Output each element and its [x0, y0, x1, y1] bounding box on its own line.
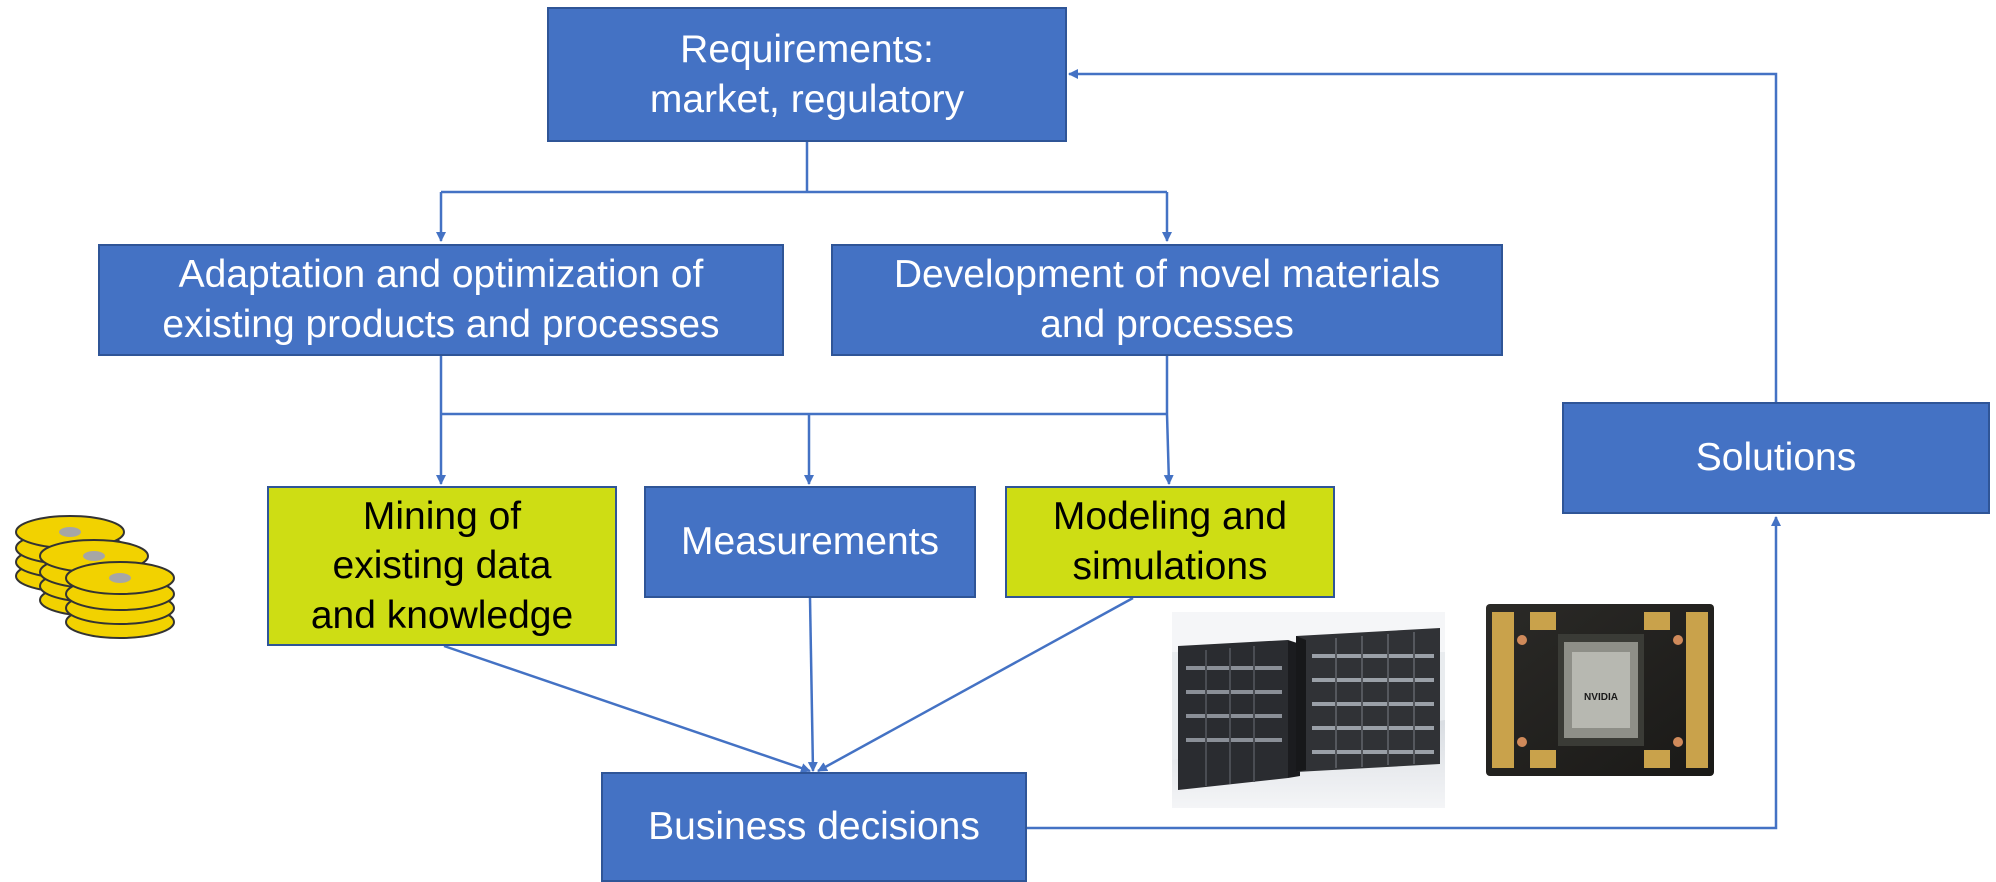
requirements-box: Requirements: market, regulatory [547, 7, 1067, 142]
solutions-box: Solutions [1562, 402, 1990, 514]
supercomputer-photo [1172, 612, 1445, 808]
solutions-label: Solutions [1695, 436, 1857, 480]
modeling-box: Modeling and simulations [1005, 486, 1335, 598]
modeling-label: Modeling and simulations [1052, 495, 1288, 588]
business-decisions-label: Business decisions [648, 805, 980, 849]
database-disks-icon [15, 515, 175, 639]
measurements-label: Measurements [681, 520, 939, 564]
development-box: Development of novel materials and proce… [831, 244, 1503, 356]
connector-requirements-branches [436, 142, 1172, 242]
gpu-board-photo: NVIDIA [1486, 604, 1714, 776]
adaptation-box: Adaptation and optimization of existing … [98, 244, 784, 356]
mining-box: Mining of existing data and knowledge [267, 486, 617, 646]
adaptation-label: Adaptation and optimization of existing … [162, 253, 720, 346]
development-label: Development of novel materials and proce… [893, 253, 1441, 346]
connector-feedback-loop [1027, 69, 1781, 830]
gpu-brand-label: NVIDIA [1584, 692, 1618, 703]
requirements-label: Requirements: market, regulatory [649, 27, 965, 121]
connector-branches-activities [436, 356, 1174, 485]
measurements-box: Measurements [644, 486, 976, 598]
business-decisions-box: Business decisions [601, 772, 1027, 882]
connector-activities-business [443, 596, 1134, 773]
mining-label: Mining of existing data and knowledge [310, 494, 574, 637]
